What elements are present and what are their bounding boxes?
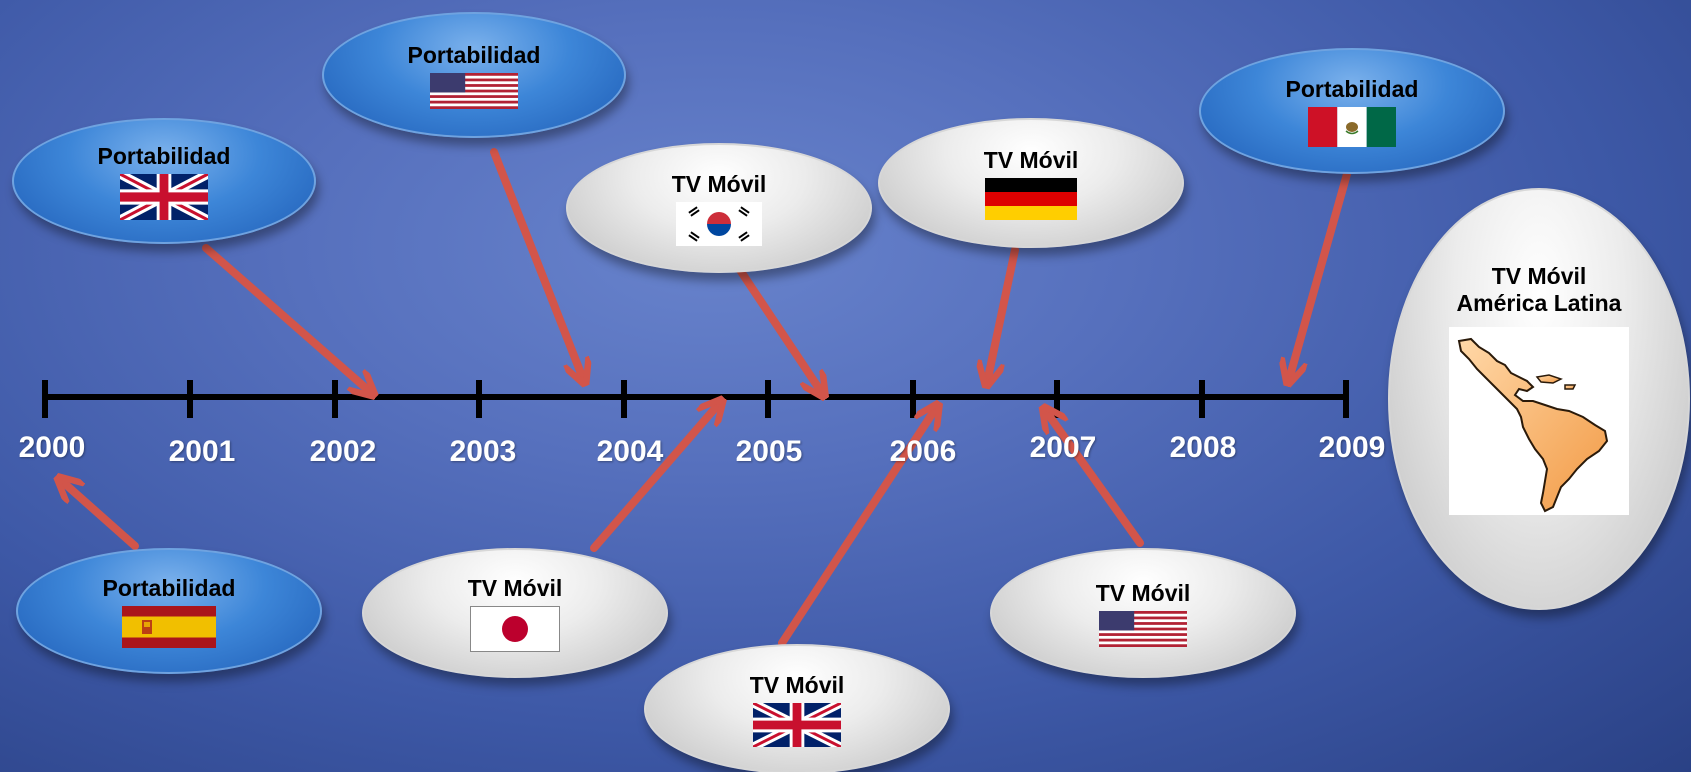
latam-title-line2: América Latina: [1456, 290, 1622, 316]
arrow-portabilidad-uk: [202, 244, 368, 390]
timeline-axis: [42, 380, 1349, 418]
arrow-portabilidad-mx: [1290, 170, 1351, 376]
event-label: TV Móvil: [467, 574, 563, 601]
uk-flag-icon: [753, 702, 841, 747]
event-bubble-portabilidad-us: Portabilidad: [322, 12, 626, 138]
event-label: TV Móvil: [671, 170, 767, 197]
event-bubble-portabilidad-es: Portabilidad: [16, 548, 322, 674]
year-label-2007: 2007: [1029, 431, 1097, 464]
uk-flag-icon: [120, 173, 208, 220]
year-label-2000: 2000: [18, 431, 86, 464]
latam-title-line1: TV Móvil: [1491, 263, 1587, 289]
year-label-2003: 2003: [449, 435, 517, 468]
event-label: TV Móvil: [983, 146, 1079, 173]
germany-flag-icon: [985, 177, 1077, 220]
event-label: Portabilidad: [102, 574, 236, 601]
event-bubble-portabilidad-uk: Portabilidad: [12, 118, 316, 244]
arrow-portabilidad-es: [64, 483, 139, 550]
arrow-tv-movil-kr: [736, 266, 820, 390]
event-bubble-tv-movil-latam: TV Móvil América Latina: [1388, 188, 1690, 610]
year-label-2009: 2009: [1318, 431, 1386, 464]
us-flag-icon: [430, 72, 518, 109]
event-label: Portabilidad: [1285, 75, 1419, 102]
south-korea-flag-icon: [676, 201, 762, 246]
us-flag-icon: [1099, 610, 1187, 647]
spain-flag-icon: [122, 605, 216, 648]
year-label-2005: 2005: [735, 435, 803, 468]
latin-america-map-icon: [1449, 327, 1629, 515]
year-label-2008: 2008: [1169, 431, 1237, 464]
event-label: TV Móvil: [1095, 579, 1191, 606]
event-label: Portabilidad: [407, 41, 541, 68]
event-bubble-tv-movil-us: TV Móvil: [990, 548, 1296, 678]
year-label-2002: 2002: [309, 435, 377, 468]
arrow-tv-movil-uk: [778, 411, 934, 647]
japan-flag-icon: [470, 605, 560, 652]
year-label-2006: 2006: [889, 435, 957, 468]
arrow-tv-movil-de: [988, 246, 1019, 378]
arrow-tv-movil-us: [1048, 414, 1144, 547]
year-label-2004: 2004: [596, 435, 664, 468]
event-bubble-tv-movil-kr: TV Móvil: [566, 143, 872, 273]
event-label: TV Móvil: [749, 671, 845, 698]
event-bubble-tv-movil-jp: TV Móvil: [362, 548, 668, 678]
event-bubble-portabilidad-mx: Portabilidad: [1199, 48, 1505, 174]
event-bubble-tv-movil-uk: TV Móvil: [644, 644, 950, 772]
arrow-portabilidad-us: [490, 148, 582, 376]
mexico-flag-icon: [1308, 106, 1396, 147]
year-label-2001: 2001: [168, 435, 236, 468]
arrow-tv-movil-jp: [590, 406, 717, 552]
event-bubble-tv-movil-de: TV Móvil: [878, 118, 1184, 248]
event-label: Portabilidad: [97, 142, 231, 169]
